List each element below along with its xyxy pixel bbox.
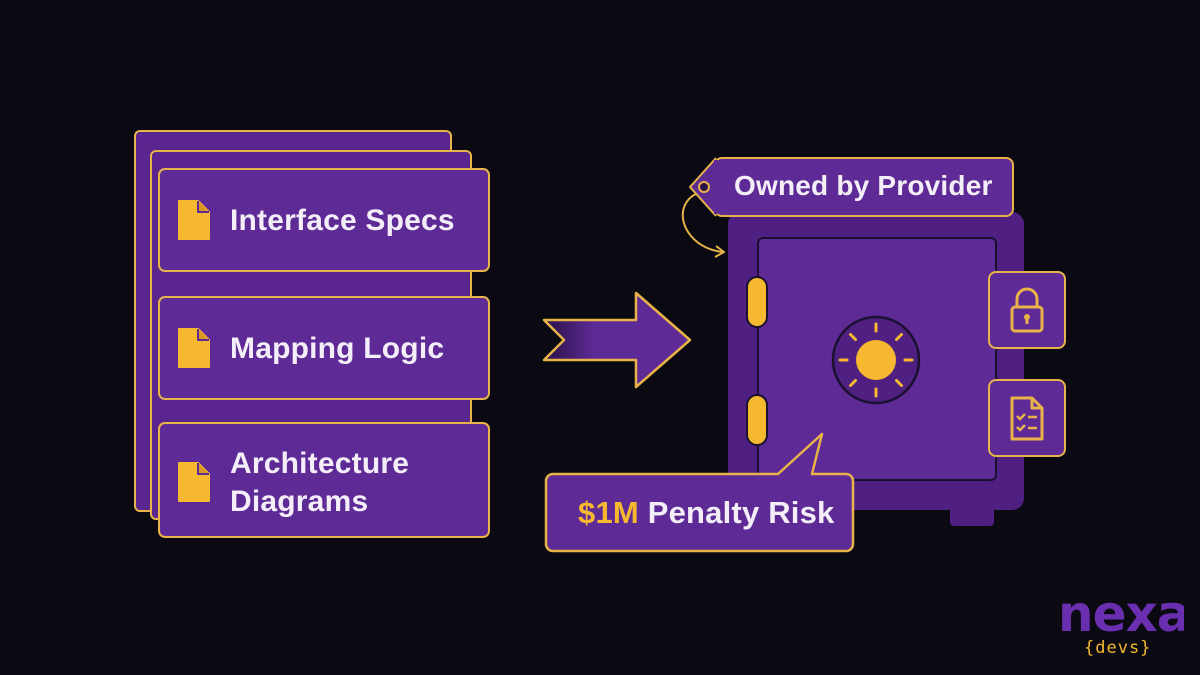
lock-box <box>988 271 1066 349</box>
safe-hinge-bottom <box>746 394 768 446</box>
owner-tag <box>714 157 1014 217</box>
flow-arrow-icon <box>542 291 692 389</box>
doc-card-interface-specs: Interface Specs <box>158 168 490 272</box>
document-icon <box>178 462 210 502</box>
nexa-devs-logo: nexa {devs} <box>1058 585 1184 658</box>
document-icon <box>178 328 210 368</box>
safe-foot <box>950 510 994 526</box>
document-icon <box>178 200 210 240</box>
safe-dial-icon <box>831 315 921 405</box>
owner-tag-label: Owned by Provider <box>734 170 993 201</box>
logo-sub: {devs} <box>1084 638 1151 658</box>
doc-label: Mapping Logic <box>230 332 445 365</box>
penalty-amount: $1M <box>578 495 639 530</box>
penalty-label: Penalty Risk <box>638 495 835 530</box>
doc-card-mapping-logic: Mapping Logic <box>158 296 490 400</box>
logo-word: nexa <box>1058 585 1184 643</box>
checklist-box <box>988 379 1066 457</box>
doc-label: Interface Specs <box>230 204 455 237</box>
safe-hinge-top <box>746 276 768 328</box>
doc-card-architecture-diagrams: Architecture Diagrams <box>158 422 490 538</box>
penalty-bubble <box>544 432 855 553</box>
lock-icon <box>1010 287 1044 333</box>
doc-label-line2: Diagrams <box>230 485 369 518</box>
tag-point <box>689 157 718 217</box>
penalty-text: $1M Penalty Risk <box>578 494 834 532</box>
checklist-document-icon <box>1010 396 1044 441</box>
doc-label-line1: Architecture <box>230 447 410 480</box>
